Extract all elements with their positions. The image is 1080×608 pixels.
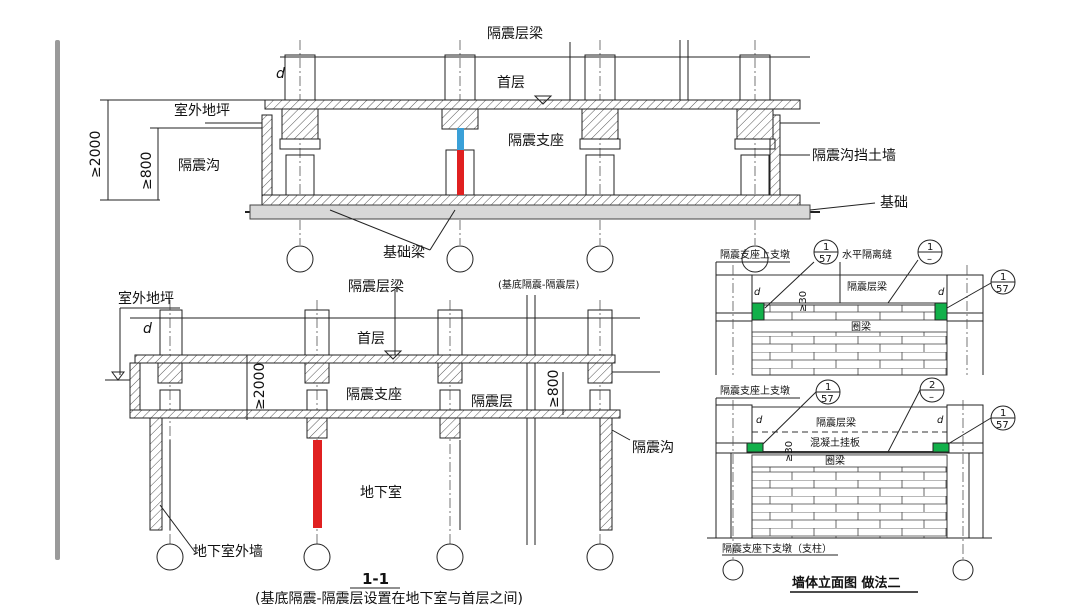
callout-2-dash[interactable]: 2– [919, 377, 945, 403]
label-outdoor-ground: 室外地坪 [174, 102, 230, 119]
label-upper-pier: 隔震支座上支墩 [720, 248, 790, 261]
svg-text:1: 1 [823, 242, 829, 253]
isolation-joint-right [934, 302, 948, 321]
label-first-floor: 首层 [497, 75, 525, 91]
dim-total-height: ≥2000 [252, 363, 268, 410]
bearing-column-highlight [313, 440, 322, 528]
label-upper-pier: 隔震支座上支墩 [720, 384, 790, 397]
svg-text:57: 57 [821, 394, 834, 405]
label-bearing: 隔震支座 [508, 133, 564, 149]
section-title: 1-1 [362, 570, 389, 588]
label-trench: 隔震沟 [632, 440, 674, 456]
label-trench: 隔震沟 [178, 158, 220, 174]
bottom-section: 室外地坪 隔震层梁 首层 d ≥2000 隔震支座 隔震层 ≥800 隔震沟 地… [105, 279, 674, 607]
svg-text:–: – [929, 392, 934, 403]
label-horizontal-joint: 水平隔离缝 [842, 248, 892, 261]
label-d: d [143, 321, 152, 337]
top-section: 隔震层梁 首层 室外地坪 ≥2000 ≥800 隔震沟 隔震支座 隔震沟挡土墙 … [88, 26, 908, 291]
label-bearing: 隔震支座 [346, 387, 402, 403]
label-gap: ≥30 [798, 291, 809, 312]
isolation-joint-left [751, 302, 765, 321]
isolation-joint-left [746, 442, 764, 453]
label-d: d [276, 66, 285, 82]
label-ring-beam: 圈梁 [825, 454, 845, 467]
dim-trench-depth: ≥800 [546, 370, 562, 408]
label-basement-wall: 地下室外墙 [193, 543, 263, 560]
first-floor-slab [264, 99, 801, 110]
callout-1-dash[interactable]: 1– [917, 239, 943, 265]
detail-elevation-top: 157 1– 157 隔震支座上支墩 水平隔离缝 隔震层梁 圈梁 ≥30 d d [715, 239, 1016, 376]
label-ring-beam: 圈梁 [851, 320, 871, 333]
label-lower-pier: 隔震支座下支墩（支柱） [722, 542, 832, 555]
label-foundation-beam: 基础梁 [383, 244, 425, 261]
label-outdoor-ground: 室外地坪 [118, 290, 174, 307]
svg-text:1: 1 [927, 242, 933, 253]
callout-1-57[interactable]: 157 [815, 379, 841, 405]
label-d: d [754, 287, 761, 298]
isolation-joint-right [932, 442, 950, 453]
bearing-upper-highlight [457, 128, 464, 150]
caption-bottom: (基底隔震-隔震层设置在地下室与首层之间) [255, 590, 523, 607]
svg-text:57: 57 [996, 284, 1009, 295]
svg-text:1: 1 [825, 382, 831, 393]
svg-text:2: 2 [929, 380, 935, 391]
label-isolation-layer: 隔震层 [471, 394, 513, 410]
label-d: d [937, 415, 944, 426]
dim-trench-depth: ≥800 [139, 152, 155, 190]
svg-text:1: 1 [1000, 408, 1006, 419]
scrollbar[interactable] [55, 40, 60, 560]
svg-text:–: – [927, 254, 932, 265]
label-d: d [938, 287, 945, 298]
callout-1-57[interactable]: 157 [813, 239, 839, 265]
detail-elevation-bottom: 157 2– 157 隔震支座上支墩 隔震层梁 混凝土挂板 圈梁 ≥30 d d… [707, 377, 1016, 593]
callout-1-57-right[interactable]: 157 [990, 269, 1016, 295]
label-first-floor: 首层 [357, 331, 385, 347]
label-isolation-beam: 隔震层梁 [816, 416, 856, 429]
first-floor-slab [134, 354, 616, 364]
dim-total-height: ≥2000 [88, 131, 104, 178]
label-gap: ≥30 [784, 441, 795, 462]
callout-1-57-right[interactable]: 157 [990, 405, 1016, 431]
caption-top: (基底隔震-隔震层) [498, 278, 580, 291]
label-foundation: 基础 [880, 194, 908, 211]
svg-text:57: 57 [996, 420, 1009, 431]
svg-text:57: 57 [819, 254, 832, 265]
svg-text:1: 1 [1000, 272, 1006, 283]
label-retaining-wall: 隔震沟挡土墙 [812, 148, 896, 164]
detail-title: 墙体立面图 做法二 [792, 575, 901, 591]
label-d: d [756, 415, 763, 426]
label-isolation-beam: 隔震层梁 [348, 279, 404, 295]
label-isolation-beam: 隔震层梁 [487, 26, 543, 42]
label-basement: 地下室 [360, 484, 402, 501]
bearing-lower-highlight [457, 150, 464, 195]
label-concrete-panel: 混凝土挂板 [810, 436, 860, 449]
label-isolation-beam: 隔震层梁 [847, 280, 887, 293]
